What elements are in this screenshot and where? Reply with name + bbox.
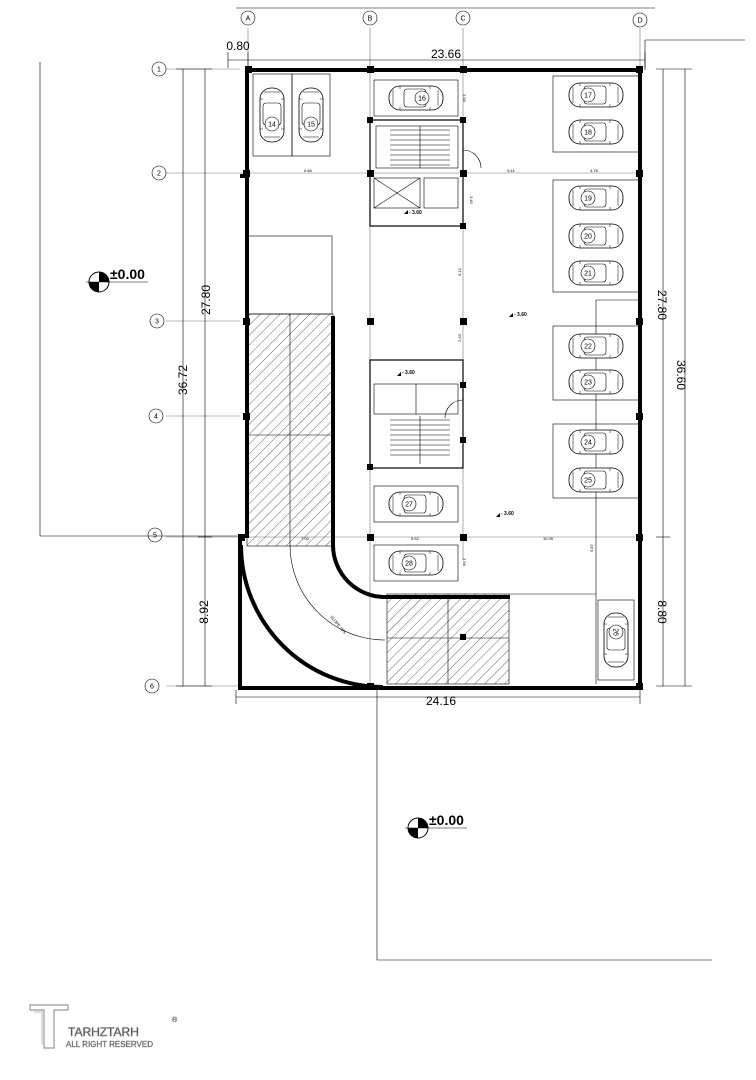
svg-text:20: 20 <box>584 234 592 241</box>
car-17: 17 <box>568 82 624 108</box>
grid-bubble-5: 5 <box>147 527 163 543</box>
svg-text:±0.00: ±0.00 <box>429 812 464 828</box>
grid-bubble-2: 2 <box>151 165 167 181</box>
svg-text:27: 27 <box>405 502 413 509</box>
svg-text:D: D <box>637 18 642 25</box>
parking-stalls <box>252 73 640 681</box>
dim-right-total: 36.60 <box>674 360 688 390</box>
car-16: 16 <box>388 85 444 111</box>
grid-bubble-1: 1 <box>151 61 167 77</box>
grid-bubble-A: A <box>240 10 256 26</box>
svg-text:3: 3 <box>155 319 159 326</box>
svg-text:3.40: 3.40 <box>469 196 474 205</box>
car-23: 23 <box>568 369 624 395</box>
car-14: 14 <box>260 88 284 142</box>
svg-text:26: 26 <box>612 628 619 636</box>
svg-text:B: B <box>368 16 373 23</box>
svg-text:5.41: 5.41 <box>507 168 516 173</box>
svg-text:23: 23 <box>584 380 592 387</box>
watermark-rights: ALL RIGHT RESERVED <box>66 1040 153 1049</box>
dim-right-upper: 27.80 <box>655 290 669 320</box>
svg-text:4.76: 4.76 <box>590 168 599 173</box>
grid-bubble-D: D <box>632 12 648 28</box>
svg-text:15: 15 <box>307 122 315 129</box>
svg-text:±0.00: ±0.00 <box>110 266 145 282</box>
dim-bottom-width: 24.16 <box>426 694 456 708</box>
svg-text:4: 4 <box>154 414 158 421</box>
car-21: 21 <box>568 260 624 286</box>
svg-text:5: 5 <box>153 533 157 540</box>
svg-text:22: 22 <box>584 344 592 351</box>
grid-bubble-C: C <box>455 10 471 26</box>
svg-text:24: 24 <box>584 440 592 447</box>
dim-top-width: 23.66 <box>431 47 461 61</box>
grid-lines <box>166 28 641 690</box>
svg-text:28: 28 <box>405 561 413 568</box>
car-26: 26 <box>604 613 628 667</box>
svg-text:16: 16 <box>418 96 426 103</box>
dim-top-offset: 0.80 <box>226 39 250 53</box>
level-marker-site-main: ±0.00 <box>86 266 148 293</box>
svg-text:5.12: 5.12 <box>457 267 462 276</box>
dim-left-upper: 27.80 <box>199 285 213 315</box>
svg-text:5.87: 5.87 <box>589 543 594 552</box>
svg-text:14: 14 <box>268 122 276 129</box>
svg-text:5.52: 5.52 <box>411 536 420 541</box>
car-19: 19 <box>568 185 624 211</box>
car-28: 28 <box>388 550 444 576</box>
svg-text:3.56: 3.56 <box>462 558 467 567</box>
svg-text:2.43: 2.43 <box>457 333 462 342</box>
level-marker-site-bottom: ±0.00 <box>405 812 467 839</box>
level-marker-hall: - 3.60 <box>509 312 527 318</box>
svg-text:6.80: 6.80 <box>304 168 313 173</box>
dimension-lines <box>176 52 692 704</box>
svg-text:19: 19 <box>584 196 592 203</box>
dim-right-lower: 8.80 <box>655 600 669 624</box>
ramp-slope-label: SLOPE 15% <box>329 614 348 635</box>
grid-bubble-B: B <box>362 10 378 26</box>
car-27: 27 <box>388 491 444 517</box>
svg-text:7.00: 7.00 <box>301 536 310 541</box>
level-marker-lower-hall: - 3.60 <box>496 511 514 517</box>
car-24: 24 <box>568 429 624 455</box>
grid-bubble-4: 4 <box>148 408 164 424</box>
car-15: 15 <box>299 88 323 142</box>
svg-text:25: 25 <box>584 478 592 485</box>
level-marker-stair-lower: - 3.60 <box>397 370 415 376</box>
watermark-registered: ® <box>172 1016 178 1024</box>
lower-stair-core <box>367 359 466 470</box>
svg-text:- 3.60: - 3.60 <box>514 312 527 318</box>
svg-text:- 3.60: - 3.60 <box>402 370 415 376</box>
svg-text:21: 21 <box>584 271 592 278</box>
level-marker-stair-upper: - 3.60 <box>404 210 422 216</box>
svg-text:- 3.60: - 3.60 <box>409 210 422 216</box>
car-22: 22 <box>568 333 624 359</box>
structural-columns <box>238 66 643 690</box>
svg-text:2: 2 <box>157 171 161 178</box>
svg-text:17: 17 <box>584 93 592 100</box>
grid-bubble-3: 3 <box>149 313 165 329</box>
dim-left-lower: 8.92 <box>197 600 211 624</box>
watermark-brand: TARHZTARH <box>68 1025 139 1039</box>
svg-text:6: 6 <box>150 684 154 691</box>
grid-bubble-6: 6 <box>144 678 160 694</box>
svg-text:2.55: 2.55 <box>462 94 467 103</box>
svg-text:18: 18 <box>584 130 592 137</box>
dim-left-total: 36.72 <box>176 365 190 395</box>
svg-text:A: A <box>246 16 251 23</box>
svg-text:10.39: 10.39 <box>543 536 554 541</box>
svg-text:C: C <box>460 16 465 23</box>
car-18: 18 <box>568 119 624 145</box>
site-boundary <box>39 7 745 961</box>
interior-dimensions: 6.80 5.41 4.76 3.40 5.12 2.43 7.00 5.52 … <box>301 94 599 567</box>
svg-text:1: 1 <box>157 67 161 74</box>
watermark-logo: TARHZTARH ® ALL RIGHT RESERVED <box>29 1004 178 1049</box>
car-20: 20 <box>568 223 624 249</box>
svg-text:- 3.60: - 3.60 <box>501 511 514 517</box>
car-25: 25 <box>568 467 624 493</box>
hatched-zones <box>246 313 510 685</box>
